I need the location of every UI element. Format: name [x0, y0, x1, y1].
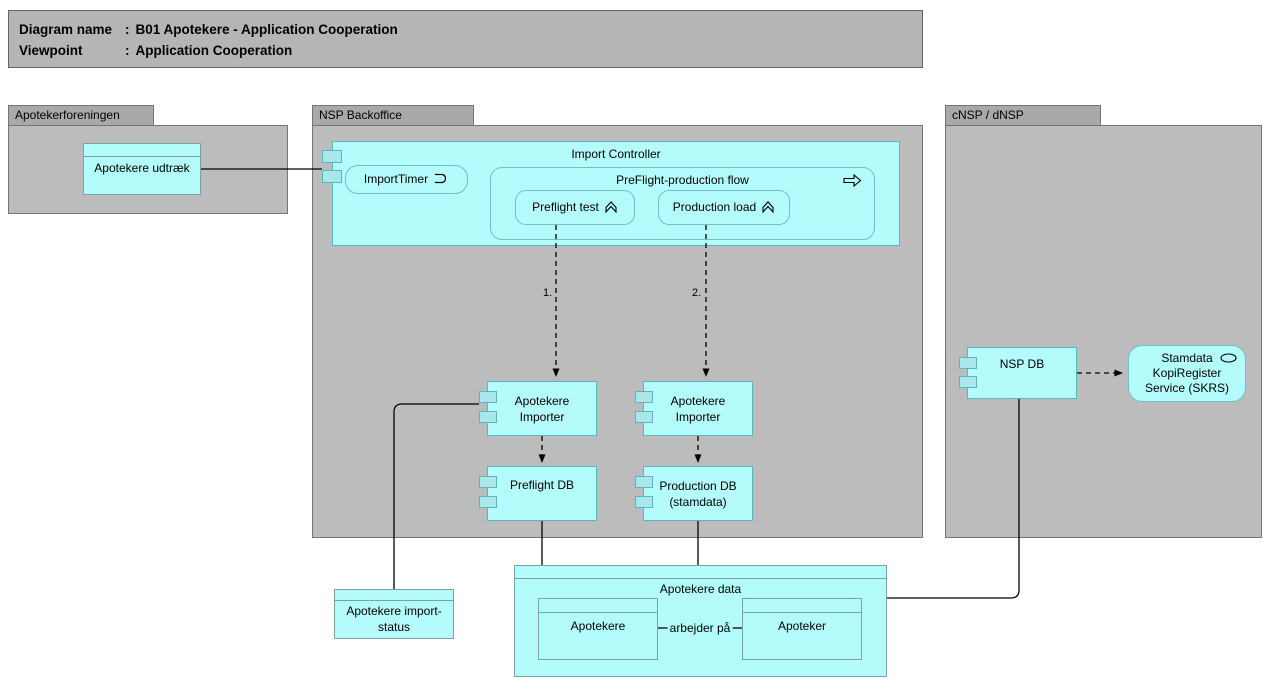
service-label-line3: Service (SKRS) — [1144, 381, 1230, 395]
component-ear-icon — [635, 391, 653, 403]
object-band — [515, 566, 886, 579]
component-ear-icon — [322, 150, 342, 163]
component-ear-icon — [635, 496, 653, 508]
component-ear-icon — [322, 170, 342, 183]
component-nsp-db[interactable]: NSP DB — [959, 347, 1077, 399]
event-label: ImportTimer — [363, 172, 429, 186]
component-label-line2: Importer — [519, 409, 565, 424]
service-skrs[interactable]: Stamdata KopiRegister Service (SKRS) — [1128, 345, 1246, 402]
function-icon — [605, 201, 617, 214]
component-label: Preflight DB — [509, 478, 575, 492]
event-import-timer[interactable]: ImportTimer — [345, 165, 468, 194]
component-label-line2: (stamdata) — [669, 494, 727, 509]
object-label: Apotekere — [570, 619, 626, 633]
diagram-name-value: B01 Apotekere - Application Cooperation — [135, 22, 398, 37]
diagram-name-label: Diagram name — [19, 22, 113, 37]
object-apoteker[interactable]: Apoteker — [742, 598, 862, 660]
connector-nspdb-apotekeredata[interactable] — [887, 399, 1020, 599]
event-icon — [435, 173, 447, 184]
component-apotekere-importer-1[interactable]: Apotekere Importer — [479, 381, 597, 436]
function-label: Production load — [672, 200, 757, 214]
component-ear-icon — [635, 476, 653, 488]
function-label: Preflight test — [532, 200, 599, 214]
object-band — [539, 599, 657, 613]
separator: : — [125, 22, 130, 37]
viewpoint-value: Application Cooperation — [135, 43, 293, 58]
separator: : — [125, 43, 130, 58]
group-label: cNSP / dNSP — [952, 108, 1024, 122]
group-tab-cnsp-dnsp[interactable]: cNSP / dNSP — [945, 105, 1101, 126]
component-apotekere-importer-2[interactable]: Apotekere Importer — [635, 381, 753, 436]
object-band — [335, 590, 453, 601]
process-label: PreFlight-production flow — [616, 173, 749, 187]
function-icon — [762, 201, 774, 214]
object-label-line1: Apotekere import- — [346, 604, 442, 618]
component-ear-icon — [479, 391, 497, 403]
object-band — [743, 599, 861, 613]
service-oval-icon — [1220, 353, 1237, 363]
object-band — [84, 144, 200, 157]
component-label: Import Controller — [571, 147, 661, 161]
group-tab-nsp-backoffice[interactable]: NSP Backoffice — [312, 105, 474, 126]
component-production-db[interactable]: Production DB (stamdata) — [635, 466, 753, 521]
viewpoint-label: Viewpoint — [19, 43, 83, 58]
connector-importer1-importstatus[interactable] — [393, 403, 479, 589]
component-ear-icon — [959, 376, 977, 388]
group-label: NSP Backoffice — [319, 108, 402, 122]
object-label: Apoteker — [777, 619, 827, 633]
object-label-line2: status — [377, 620, 410, 634]
group-body-cnsp-dnsp[interactable] — [945, 125, 1262, 538]
service-label-line2: KopiRegister — [1152, 366, 1222, 380]
object-apotekere-import-status[interactable]: Apotekere import- status — [334, 589, 454, 639]
component-ear-icon — [479, 476, 497, 488]
flow-step-label-2: 2. — [692, 287, 702, 299]
object-label: Apotekere data — [659, 582, 742, 596]
component-label: NSP DB — [999, 357, 1045, 371]
component-label-line1: Apotekere — [670, 393, 726, 408]
flow-step-label-1: 1. — [543, 287, 553, 299]
component-label-line2: Importer — [675, 409, 721, 424]
object-apotekere[interactable]: Apotekere — [538, 598, 658, 660]
component-ear-icon — [959, 357, 977, 369]
function-preflight-test[interactable]: Preflight test — [515, 190, 635, 225]
component-ear-icon — [479, 411, 497, 423]
object-apotekere-udtraek[interactable]: Apotekere udtræk — [83, 143, 201, 195]
component-ear-icon — [635, 411, 653, 423]
group-label: Apotekerforeningen — [15, 108, 120, 122]
component-preflight-db[interactable]: Preflight DB — [479, 466, 597, 521]
diagram-name-row: Diagram name : B01 Apotekere - Applicati… — [19, 19, 922, 40]
diagram-title-box: Diagram name : B01 Apotekere - Applicati… — [8, 10, 923, 68]
component-label-line1: Production DB — [659, 478, 737, 493]
viewpoint-row: Viewpoint : Application Cooperation — [19, 40, 922, 61]
association-label-arbejder-paa: arbejder på — [667, 621, 733, 635]
function-production-load[interactable]: Production load — [658, 190, 790, 225]
process-arrow-icon — [843, 174, 862, 187]
component-label-line1: Apotekere — [514, 393, 570, 408]
group-tab-apotekerforeningen[interactable]: Apotekerforeningen — [8, 105, 154, 126]
component-ear-icon — [479, 496, 497, 508]
object-label: Apotekere udtræk — [94, 161, 190, 175]
service-label-line1: Stamdata — [1161, 351, 1213, 365]
